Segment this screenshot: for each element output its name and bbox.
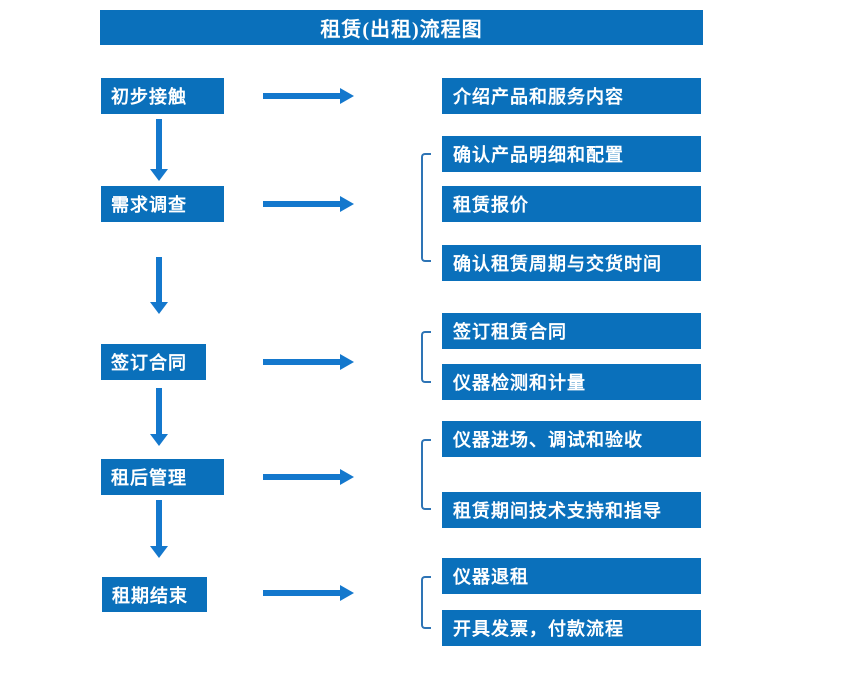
right-arrow-stage1-icon [263, 88, 354, 104]
arrow-head [340, 585, 354, 601]
arrow-shaft [263, 474, 340, 480]
right-arrow-stage3-icon [263, 354, 354, 370]
bracket-stage5-details [421, 576, 431, 629]
down-arrow-stage2-to-stage3-icon [150, 257, 168, 314]
bracket-stage2-details [421, 153, 431, 262]
bracket-stage3-details [421, 331, 431, 383]
down-arrow-stage3-to-stage4-icon [150, 388, 168, 446]
arrow-head [150, 302, 168, 314]
detail-box-instrument-install-acceptance: 仪器进场、调试和验收 [442, 421, 701, 457]
detail-box-tech-support-guidance: 租赁期间技术支持和指导 [442, 492, 701, 528]
diagram-title: 租赁(出租)流程图 [100, 10, 703, 45]
bracket-stage4-details [421, 439, 431, 510]
arrow-head [150, 434, 168, 446]
arrow-head [150, 169, 168, 181]
down-arrow-stage1-to-stage2-icon [150, 119, 168, 181]
detail-box-sign-rental-contract: 签订租赁合同 [442, 313, 701, 349]
arrow-shaft [156, 119, 162, 170]
arrow-head [340, 196, 354, 212]
arrow-shaft [263, 590, 340, 596]
arrow-shaft [156, 500, 162, 547]
stage-box-initial-contact: 初步接触 [101, 78, 224, 114]
detail-box-intro-products-services: 介绍产品和服务内容 [442, 78, 701, 114]
stage-box-lease-end: 租期结束 [102, 577, 207, 612]
arrow-head [340, 88, 354, 104]
right-arrow-stage5-icon [263, 585, 354, 601]
detail-box-instrument-test-calibration: 仪器检测和计量 [442, 364, 701, 400]
detail-box-invoice-payment: 开具发票，付款流程 [442, 610, 701, 646]
arrow-shaft [263, 93, 340, 99]
stage-box-post-rental-management: 租后管理 [101, 459, 224, 495]
right-arrow-stage4-icon [263, 469, 354, 485]
arrow-shaft [156, 388, 162, 435]
detail-box-confirm-product-config: 确认产品明细和配置 [442, 136, 701, 172]
arrow-head [340, 354, 354, 370]
detail-box-instrument-return: 仪器退租 [442, 558, 701, 594]
stage-box-sign-contract: 签订合同 [101, 344, 206, 380]
down-arrow-stage4-to-stage5-icon [150, 500, 168, 558]
detail-box-confirm-period-delivery: 确认租赁周期与交货时间 [442, 245, 701, 281]
arrow-shaft [263, 201, 340, 207]
detail-box-rental-quote: 租赁报价 [442, 186, 701, 222]
arrow-head [150, 546, 168, 558]
arrow-shaft [263, 359, 340, 365]
arrow-head [340, 469, 354, 485]
arrow-shaft [156, 257, 162, 303]
stage-box-demand-survey: 需求调查 [101, 186, 224, 222]
right-arrow-stage2-icon [263, 196, 354, 212]
